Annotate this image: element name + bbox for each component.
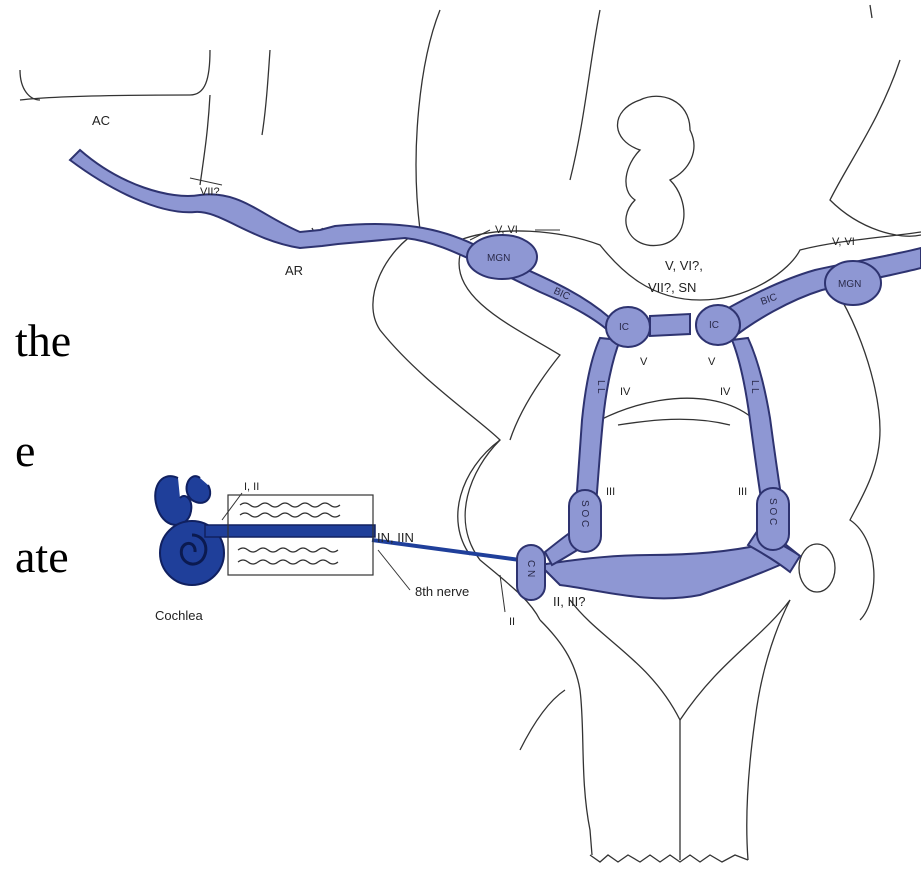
label-ll-left: L L xyxy=(595,380,606,394)
label-8th-nerve: 8th nerve xyxy=(415,584,469,599)
label-ic-left: IC xyxy=(619,322,629,333)
label-ii: II xyxy=(509,616,515,628)
label-iv-right: IV xyxy=(720,386,731,398)
brain-outline xyxy=(20,5,921,862)
label-ar: AR xyxy=(285,263,303,278)
label-in-iin: IN, IIN xyxy=(377,530,414,545)
label-i-ii: I, II xyxy=(244,481,259,493)
label-cochlea: Cochlea xyxy=(155,608,203,623)
label-v-vi-right: V, VI xyxy=(832,236,855,248)
label-mgn-left: MGN xyxy=(487,253,510,264)
label-iii-right: III xyxy=(738,486,747,498)
label-ll-right: L L xyxy=(749,380,760,394)
label-v-vi-left: V, VI xyxy=(495,224,518,236)
label-soc-right: S O C xyxy=(767,498,778,525)
label-iii-left: III xyxy=(606,486,615,498)
label-ii-iii-q: II, III? xyxy=(553,594,586,609)
label-vii-q: VII? xyxy=(200,186,220,198)
label-center-line2: VII?, SN xyxy=(648,280,696,295)
label-v-right: V xyxy=(708,356,716,368)
label-soc-left: S O C xyxy=(579,500,590,527)
label-iv-left: IV xyxy=(620,386,631,398)
label-cn: C N xyxy=(525,560,536,577)
label-ac: AC xyxy=(92,113,110,128)
label-center-line1: V, VI?, xyxy=(665,258,703,273)
label-mgn-right: MGN xyxy=(838,279,861,290)
label-v-left: V xyxy=(640,356,648,368)
cochlea xyxy=(155,476,520,585)
label-ic-right: IC xyxy=(709,320,719,331)
